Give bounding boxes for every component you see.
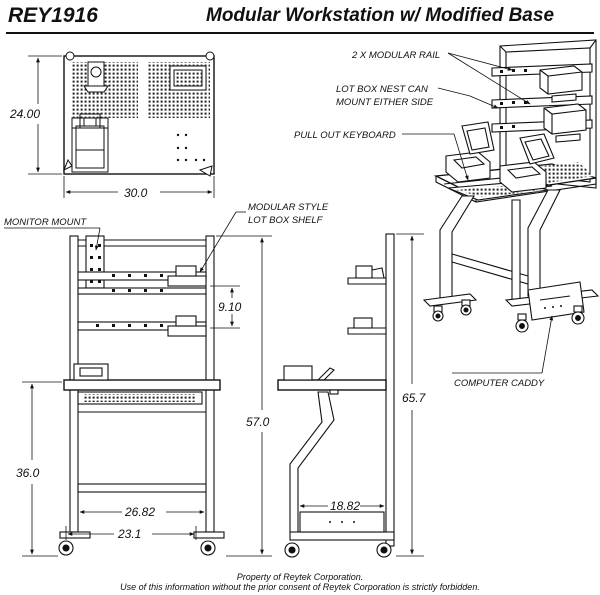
dim-overall-height-front: 57.0 (246, 415, 270, 429)
title-underline (6, 32, 594, 34)
dim-top-width: 30.0 (124, 186, 148, 200)
part-number: REY1916 (8, 4, 98, 27)
isometric-view (422, 39, 600, 333)
dim-side-depth: 18.82 (330, 499, 360, 513)
callout-computer-caddy: COMPUTER CADDY (454, 378, 545, 389)
dim-caster-spread: 23.1 (117, 527, 141, 541)
callout-lot-box-nest-line2: MOUNT EITHER SIDE (336, 97, 434, 108)
callout-lot-box-shelf-line2: LOT BOX SHELF (248, 215, 324, 226)
callout-lot-box-shelf-line1: MODULAR STYLE (248, 202, 329, 213)
footer-property: Property of Reytek Corporation. (236, 572, 364, 582)
side-view-dims (297, 233, 424, 557)
dim-shelf-spacing: 9.10 (218, 300, 242, 314)
drawing-title: Modular Workstation w/ Modified Base (206, 5, 555, 26)
callout-pull-out-keyboard: PULL OUT KEYBOARD (294, 130, 396, 141)
dim-overall-height-side: 65.7 (402, 391, 427, 405)
dim-base-width: 26.82 (124, 505, 155, 519)
iso-leaders (402, 52, 554, 374)
front-view (58, 235, 225, 556)
top-view-dims (28, 55, 215, 198)
footer-disclaimer: Use of this information without the prio… (120, 582, 480, 592)
callout-lot-box-nest-line1: LOT BOX NEST CAN (336, 84, 428, 95)
side-view (277, 233, 395, 558)
front-view-dims (22, 235, 272, 557)
callout-modular-rail: 2 X MODULAR RAIL (351, 50, 440, 61)
dim-work-height: 36.0 (16, 466, 40, 480)
top-view (63, 51, 215, 177)
dim-top-depth: 24.00 (9, 107, 40, 121)
front-leaders (4, 211, 246, 273)
callout-monitor-mount: MONITOR MOUNT (4, 217, 87, 228)
